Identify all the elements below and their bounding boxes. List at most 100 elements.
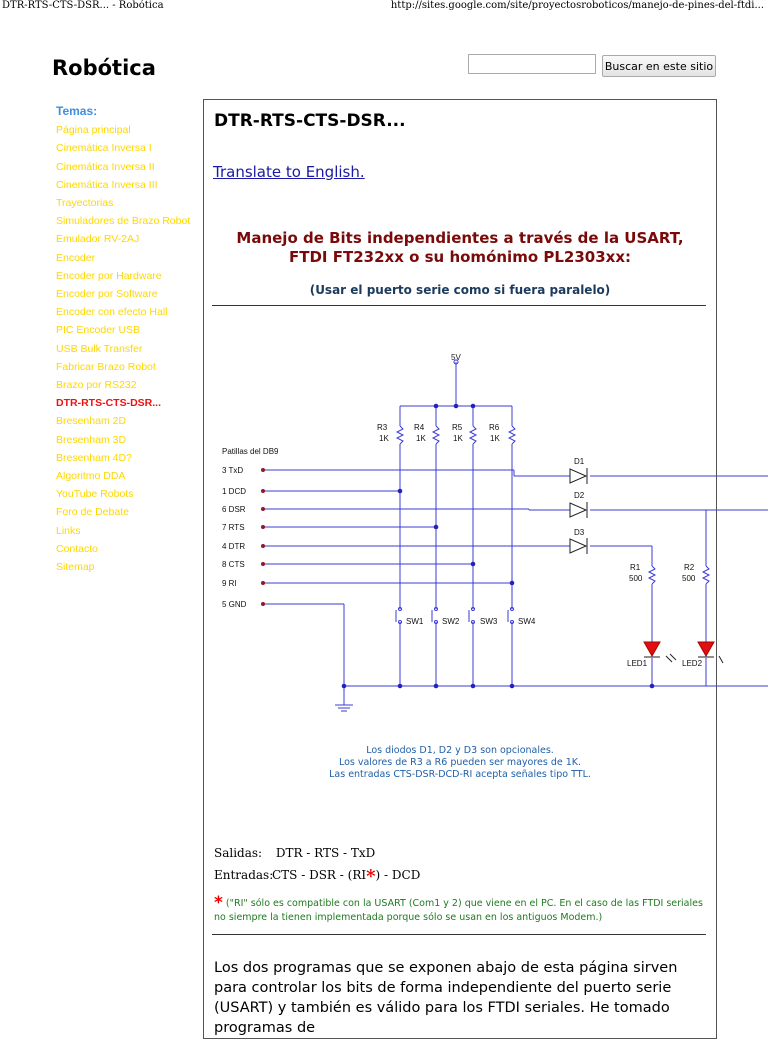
sidebar-item[interactable]: Encoder [56, 251, 96, 264]
led-symbol [697, 641, 715, 658]
sidebar-item[interactable]: Bresenham 4D? [56, 451, 132, 464]
subtitle-line: Manejo de Bits independientes a través d… [236, 229, 684, 247]
sidebar-item[interactable]: Página principal [56, 124, 131, 137]
site-search-button[interactable]: Buscar en este sitio [602, 55, 716, 77]
junction-node [509, 683, 515, 689]
sidebar-item[interactable]: Encoder con efecto Hall [56, 306, 168, 319]
sidebar-item[interactable]: Sitemap [56, 561, 95, 574]
divider [212, 934, 706, 935]
switch-label: SW1 [406, 617, 424, 626]
db9-pin-label: 8 CTS [222, 560, 245, 569]
inputs-label: Entradas: [214, 868, 274, 882]
diode-label: D1 [574, 457, 585, 466]
asterisk-icon: * [366, 866, 376, 887]
asterisk-icon: * [214, 893, 223, 913]
sidebar-item[interactable]: Simuladores de Brazo Robot [56, 215, 191, 228]
pin-terminal [261, 468, 265, 472]
db9-pin-label: 4 DTR [222, 542, 245, 551]
resistor-name: R5 [452, 423, 463, 432]
sidebar-item[interactable]: YouTube Robots [56, 488, 134, 501]
resistor-symbol [468, 425, 478, 445]
resistor-name: R4 [414, 423, 425, 432]
junction-node [470, 683, 476, 689]
switch-label: SW4 [518, 617, 536, 626]
sidebar-item[interactable]: Links [56, 524, 81, 537]
switch-labels: SW1 SW2 SW3 SW4 [406, 617, 536, 626]
sidebar-nav: Temas: Página principal Cinemática Inver… [56, 102, 196, 576]
db9-pin-labels: 3 TxD 1 DCD 6 DSR 7 RTS 4 DTR 8 CTS 9 RI… [222, 466, 247, 609]
page-heading: DTR-RTS-CTS-DSR... [214, 111, 406, 131]
ground-icon [335, 704, 353, 712]
sidebar-item[interactable]: Cinemática Inversa II [56, 160, 155, 173]
sidebar-item[interactable]: Bresenham 2D [56, 415, 127, 428]
sidebar-item[interactable]: Cinemática Inversa I [56, 142, 152, 155]
sidebar-item[interactable]: Contacto [56, 542, 99, 555]
inputs-row: Entradas:CTS - DSR - (RI*) - DCD [214, 864, 420, 888]
print-page-url: http://sites.google.com/site/proyectosro… [390, 0, 764, 11]
sidebar-item[interactable]: USB Bulk Transfer [56, 342, 143, 355]
leds [643, 641, 715, 658]
sidebar-item[interactable]: Encoder por Hardware [56, 269, 162, 282]
sidebar-heading: Temas: [56, 104, 98, 118]
diode-labels: D1 D2 D3 [574, 457, 585, 537]
db9-pin-label: 3 TxD [222, 466, 243, 475]
sidebar-item[interactable]: Trayectorias [56, 197, 114, 210]
junction-nodes [341, 403, 655, 689]
io-summary: Salidas: DTR - RTS - TxD Entradas:CTS - … [214, 842, 420, 888]
sidebar-item[interactable]: Emulador RV-2AJ [56, 233, 140, 246]
diode-symbol [569, 468, 588, 484]
db9-pin-label: 5 GND [222, 600, 247, 609]
sidebar-item[interactable]: Foro de Debate [56, 506, 129, 519]
sidebar-item[interactable]: Bresenham 3D [56, 433, 127, 446]
sidebar-item[interactable]: Fabricar Brazo Robot [56, 360, 156, 373]
caption-line: Los diodos D1, D2 y D3 son opcionales. [366, 745, 554, 756]
led-labels: LED1 LED2 [627, 659, 703, 668]
resistor-name: R6 [489, 423, 500, 432]
junction-node [397, 488, 403, 494]
resistor-symbol [647, 565, 657, 585]
db9-pin-label: 9 RI [222, 579, 237, 588]
junction-node [433, 683, 439, 689]
junction-node [341, 683, 347, 689]
outputs-label: Salidas: [214, 846, 263, 860]
circuit-schematic: 5V R3 1K R4 1K R5 1K R6 1K R1 500 R2 500… [204, 330, 768, 720]
site-search-input[interactable] [468, 54, 596, 74]
caption-line: Los valores de R3 a R6 pueden ser mayore… [338, 757, 582, 768]
pin-terminal [261, 562, 265, 566]
resistor-symbol [395, 425, 405, 445]
switch-label: SW2 [442, 617, 460, 626]
print-page-title: DTR-RTS-CTS-DSR... - Robótica [2, 0, 164, 11]
led-symbol [643, 641, 661, 658]
pin-terminal [261, 581, 265, 585]
led-bars [644, 653, 724, 664]
resistor-name: R1 [630, 563, 641, 572]
sidebar-item[interactable]: Brazo por RS232 [56, 379, 137, 392]
sidebar-item[interactable]: PIC Encoder USB [56, 324, 141, 337]
junction-node [649, 683, 655, 689]
schematic-wires [264, 362, 768, 705]
resistor-value: 1K [379, 434, 389, 443]
resistor-value: 1K [453, 434, 463, 443]
sidebar-item-current[interactable]: DTR-RTS-CTS-DSR... [56, 397, 161, 410]
outputs-row: Salidas: DTR - RTS - TxD [214, 842, 420, 864]
sidebar-item[interactable]: Cinemática Inversa III [56, 178, 158, 191]
diodes [569, 468, 588, 554]
resistor-labels: R3 1K R4 1K R5 1K R6 1K R1 500 R2 500 [377, 423, 696, 583]
pin-terminal [261, 507, 265, 511]
sidebar-item[interactable]: Algoritmo DDA [56, 470, 126, 483]
resistor-value: 500 [682, 574, 696, 583]
site-title[interactable]: Robótica [52, 56, 156, 80]
led-label: LED1 [627, 659, 648, 668]
inputs-value: CTS - DSR - (RI [272, 868, 367, 882]
diode-symbol [569, 502, 588, 518]
pin-terminal [261, 525, 265, 529]
resistor-value: 1K [490, 434, 500, 443]
footnote-text: ("RI" sólo es compatible con la USART (C… [214, 898, 703, 923]
translate-link[interactable]: Translate to English. [213, 163, 365, 181]
inputs-value-end: ) - DCD [375, 868, 421, 882]
junction-node [397, 683, 403, 689]
resistor-symbol [507, 425, 517, 445]
sidebar-item[interactable]: Encoder por Software [56, 288, 158, 301]
content-panel: DTR-RTS-CTS-DSR... Translate to English.… [203, 99, 717, 1039]
intro-paragraph: Los dos programas que se exponen abajo d… [214, 960, 678, 1036]
